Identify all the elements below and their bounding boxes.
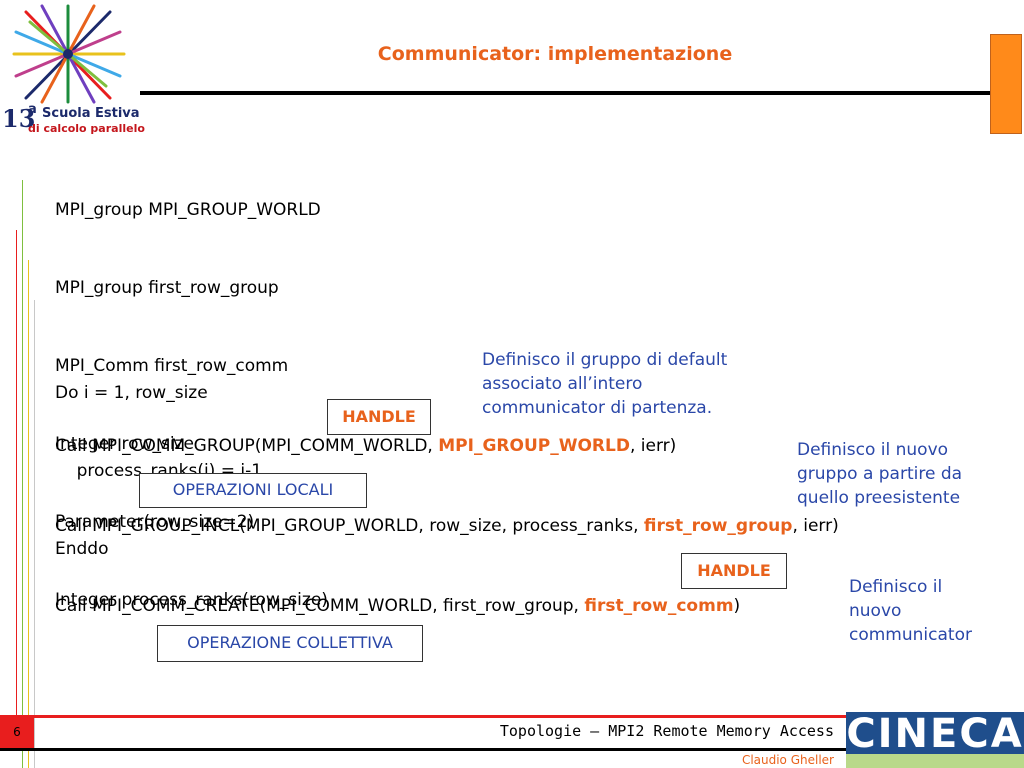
title-rule bbox=[140, 91, 992, 95]
school-logo-starburst bbox=[12, 4, 126, 104]
code-text: Call MPI_COMM_GROUP(MPI_COMM_WORLD, bbox=[55, 436, 439, 456]
footer-black-rule bbox=[0, 748, 848, 751]
note-line: associato all’intero bbox=[482, 374, 643, 394]
left-rule-red bbox=[16, 230, 17, 716]
highlighted-handle: first_row_group bbox=[643, 516, 793, 536]
code-loop: Do i = 1, row_size process_ranks(i) = i-… bbox=[55, 328, 262, 588]
code-call-comm-create: Call MPI_COMM_CREATE(MPI_COMM_WORLD, fir… bbox=[55, 593, 740, 619]
note-line: gruppo a partire da bbox=[797, 464, 963, 484]
slide-title: Communicator: implementazione bbox=[377, 43, 733, 65]
code-line: Integer process_ranks(row_size) bbox=[55, 590, 328, 610]
handle-box-2: HANDLE bbox=[681, 553, 787, 589]
code-line: Integer row_size bbox=[55, 434, 194, 454]
handle-box-1: HANDLE bbox=[327, 399, 431, 435]
note-line: Definisco il nuovo bbox=[797, 440, 949, 460]
code-text: Call MPI_COMM_CREATE(MPI_COMM_WORLD, fir… bbox=[55, 596, 585, 616]
note-default-group: Definisco il gruppo di default associato… bbox=[482, 348, 727, 420]
highlighted-handle: MPI_GROUP_WORLD bbox=[438, 436, 630, 456]
logo-line-1: Scuola Estiva bbox=[42, 106, 140, 121]
left-rule-green bbox=[22, 180, 23, 768]
note-new-group: Definisco il nuovo gruppo a partire da q… bbox=[797, 438, 962, 510]
left-rule-yellow bbox=[28, 260, 29, 768]
code-line: Do i = 1, row_size bbox=[55, 383, 208, 403]
note-line: communicator bbox=[849, 625, 972, 645]
logo-superscript: a bbox=[28, 102, 37, 117]
note-line: quello preesistente bbox=[797, 488, 961, 508]
code-call-group-incl: Call MPI_GROUP_INCL(MPI_GROUP_WORLD, row… bbox=[55, 513, 839, 539]
left-rule-gray bbox=[34, 300, 35, 768]
highlighted-handle: first_row_comm bbox=[584, 596, 734, 616]
note-line: communicator di partenza. bbox=[482, 398, 713, 418]
orange-tab-decoration bbox=[990, 34, 1022, 134]
note-line: Definisco il gruppo di default bbox=[482, 350, 728, 370]
logo-number: 13 bbox=[2, 104, 36, 133]
author-name: Claudio Gheller bbox=[741, 753, 834, 767]
note-line: Definisco il bbox=[849, 577, 943, 597]
code-text: , ierr) bbox=[629, 436, 677, 456]
code-line: Parameter(row_size=2) bbox=[55, 512, 255, 532]
collective-operation-box: OPERAZIONE COLLETTIVA bbox=[157, 625, 423, 662]
page-number: 6 bbox=[0, 718, 34, 748]
code-call-comm-group: Call MPI_COMM_GROUP(MPI_COMM_WORLD, MPI_… bbox=[55, 433, 676, 459]
cineca-logo-text: CINECA bbox=[846, 711, 1024, 757]
code-text: Call MPI_GROUP_INCL(MPI_GROUP_WORLD, row… bbox=[55, 516, 644, 536]
cineca-logo-bar bbox=[846, 754, 1024, 768]
local-operations-box: OPERAZIONI LOCALI bbox=[139, 473, 367, 508]
code-text: , ierr) bbox=[792, 516, 839, 536]
note-line: nuovo bbox=[849, 601, 902, 621]
code-line: MPI_group first_row_group bbox=[55, 278, 279, 298]
code-declarations: MPI_group MPI_GROUP_WORLD MPI_group firs… bbox=[55, 145, 328, 639]
code-text: ) bbox=[733, 596, 741, 616]
code-line: MPI_Comm first_row_comm bbox=[55, 356, 289, 376]
code-line: MPI_group MPI_GROUP_WORLD bbox=[55, 200, 321, 220]
logo-line-2: di calcolo parallelo bbox=[28, 122, 145, 135]
footer-red-rule bbox=[0, 715, 1024, 718]
footer-title: Topologie – MPI2 Remote Memory Access bbox=[499, 722, 834, 740]
note-new-comm: Definisco il nuovo communicator bbox=[849, 575, 972, 647]
code-line: Enddo bbox=[55, 539, 109, 559]
